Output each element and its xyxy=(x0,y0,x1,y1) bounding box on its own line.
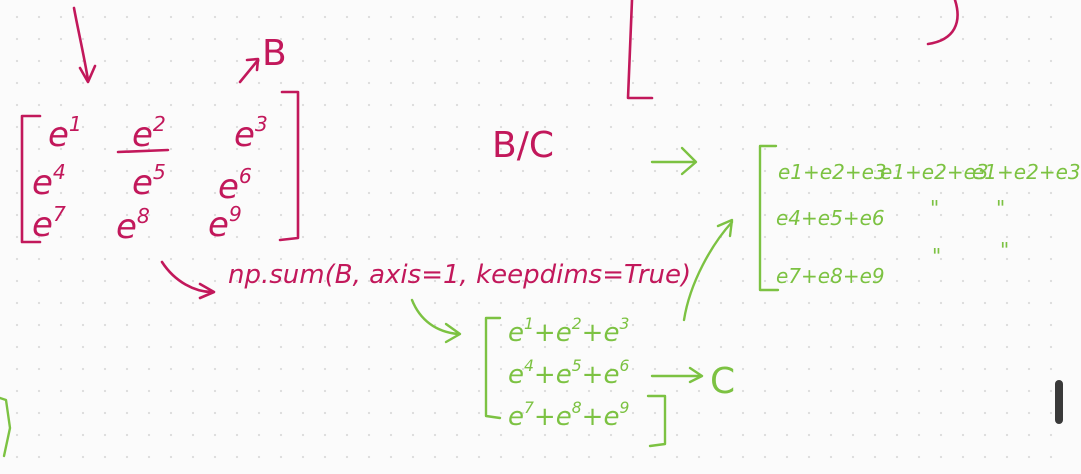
matrix-C-row: e1+e2+e3 xyxy=(508,315,630,348)
matrix-C-row: e4+e5+e6 xyxy=(508,357,630,390)
result-cell: " xyxy=(996,196,1006,220)
matrix-B-cell: e9 xyxy=(208,201,242,245)
bracket-left-B xyxy=(20,114,42,244)
bracket-right-B xyxy=(278,90,300,242)
result-cell: " xyxy=(1000,238,1010,262)
matrix-C-row: e7+e8+e9 xyxy=(508,399,630,432)
label-B-over-C: B/C xyxy=(492,125,554,166)
bracket-top-right xyxy=(926,0,959,46)
bracket-right-C xyxy=(646,394,667,448)
bracket-left-C xyxy=(484,316,502,420)
matrix-B-cell: e4 xyxy=(32,159,66,203)
matrix-B-cell: e8 xyxy=(116,203,150,247)
result-cell: e1+e2+e3 xyxy=(778,160,887,184)
matrix-B-cell: e2 xyxy=(132,111,166,155)
arrow-to-C-icon xyxy=(410,298,460,336)
matrix-B-cell: e5 xyxy=(132,159,166,203)
arrow-to-result-icon xyxy=(682,220,734,322)
scrollbar-thumb[interactable] xyxy=(1055,380,1063,424)
result-cell: e4+e5+e6 xyxy=(776,206,885,230)
matrix-B-cell: e3 xyxy=(234,111,268,155)
label-B: B xyxy=(262,33,287,74)
result-cell: e1+e2+e3 xyxy=(972,160,1081,184)
result-cell: " xyxy=(930,196,940,220)
bracket-left-result xyxy=(758,144,780,292)
label-C: C xyxy=(710,361,736,402)
numpy-sum-call: np.sum(B, axis=1, keepdims=True) xyxy=(228,260,692,290)
matrix-B-cell: e1 xyxy=(48,111,82,155)
matrix-B-cell: e7 xyxy=(32,201,66,245)
arrow-up-right-icon xyxy=(238,58,260,84)
matrix-B-cell: e6 xyxy=(218,163,252,207)
bracket-top-center xyxy=(626,0,654,100)
arrow-to-numpy-icon xyxy=(160,260,214,294)
result-cell: " xyxy=(932,244,942,268)
arrow-down-icon xyxy=(72,6,90,82)
result-cell: e7+e8+e9 xyxy=(776,264,885,288)
result-cell: e1+e2+e3 xyxy=(880,160,989,184)
